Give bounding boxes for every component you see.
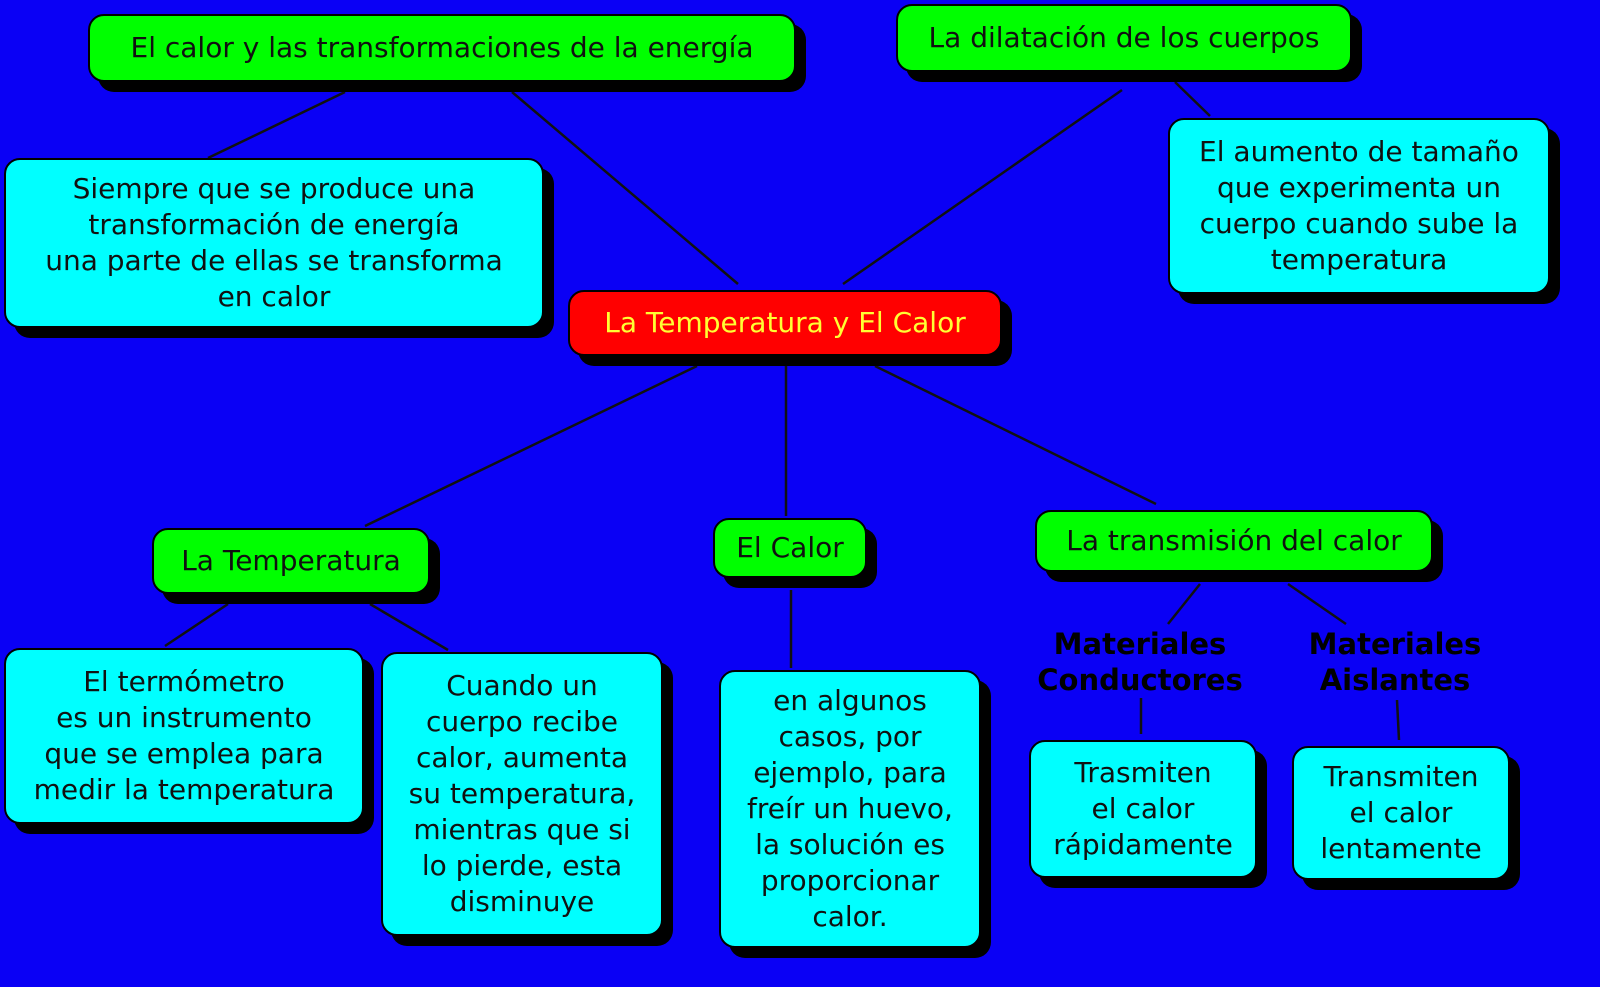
detail-termometro: El termómetro es un instrumento que se e… bbox=[4, 648, 364, 824]
connector bbox=[1174, 81, 1211, 117]
connector bbox=[874, 364, 1157, 506]
detail-aislantes: Transmiten el calor lentamente bbox=[1292, 746, 1510, 880]
topic-transmision: La transmisión del calor bbox=[1035, 510, 1433, 572]
topic-temperatura: La Temperatura bbox=[152, 528, 430, 594]
connector bbox=[164, 602, 229, 648]
connector bbox=[511, 91, 739, 285]
topic-dilatacion: La dilatación de los cuerpos bbox=[896, 4, 1352, 72]
connector bbox=[842, 88, 1123, 286]
connector bbox=[364, 364, 698, 528]
detail-dilatacion: El aumento de tamaño que experimenta un … bbox=[1168, 118, 1550, 294]
connector bbox=[1167, 583, 1201, 625]
detail-calor-energia: Siempre que se produce una transformació… bbox=[4, 158, 544, 328]
central-topic: La Temperatura y El Calor bbox=[568, 290, 1002, 356]
connector bbox=[1287, 582, 1347, 626]
detail-cuerpo-calor: Cuando un cuerpo recibe calor, aumenta s… bbox=[381, 652, 663, 936]
topic-el-calor: El Calor bbox=[713, 518, 867, 578]
topic-calor-energia: El calor y las transformaciones de la en… bbox=[88, 14, 796, 82]
label-conductores: Materiales Conductores bbox=[1037, 627, 1243, 697]
connector bbox=[1395, 699, 1401, 741]
label-aislantes: Materiales Aislantes bbox=[1308, 627, 1482, 697]
connector bbox=[369, 602, 449, 652]
detail-el-calor: en algunos casos, por ejemplo, para freí… bbox=[719, 670, 981, 948]
detail-conductores: Trasmiten el calor rápidamente bbox=[1029, 740, 1257, 878]
connector bbox=[207, 90, 346, 160]
